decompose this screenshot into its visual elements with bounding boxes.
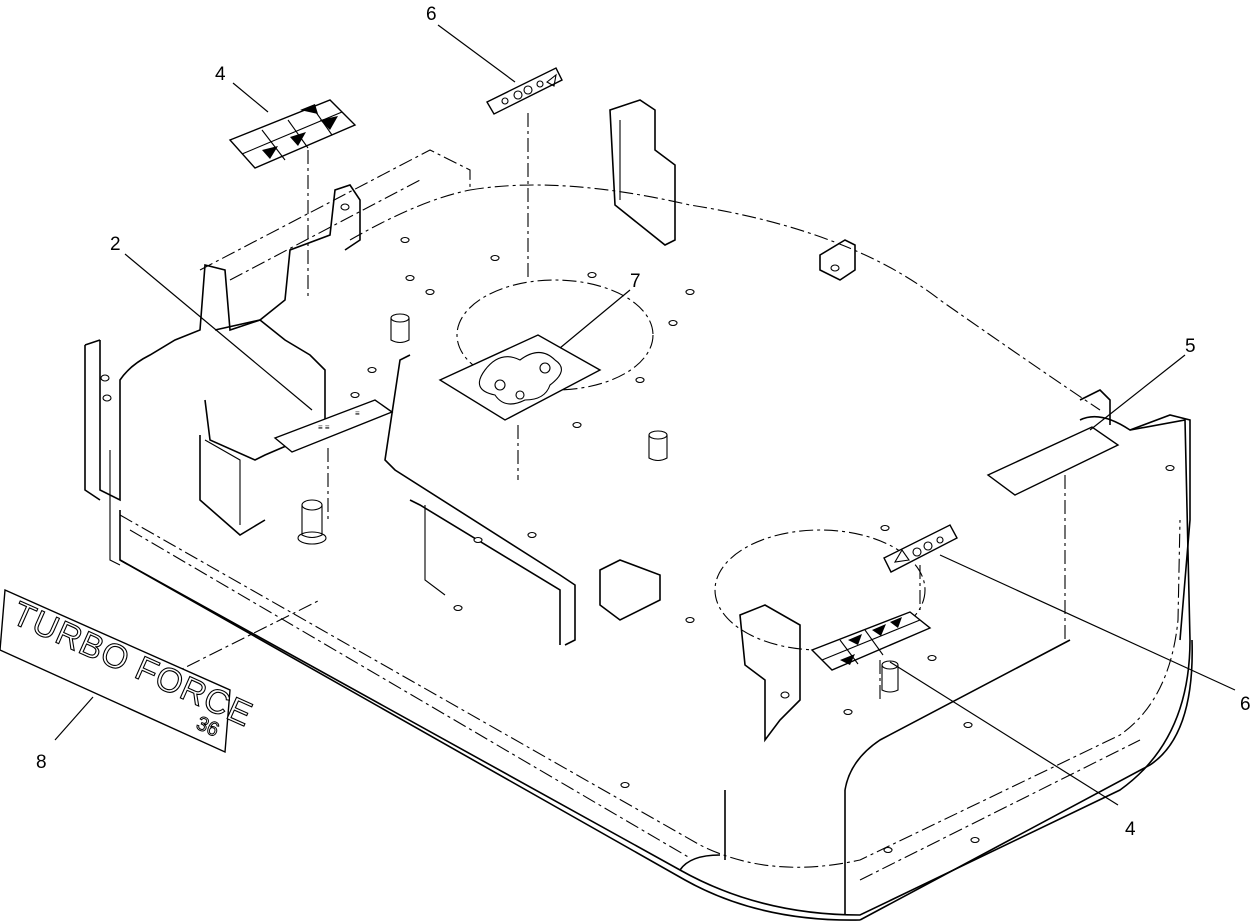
safety-decal-bottom-right	[810, 611, 932, 671]
spindle-post-left	[390, 313, 410, 344]
svg-text:≡: ≡	[355, 409, 360, 418]
projection-lines	[119, 113, 1066, 701]
pivot-pin	[297, 499, 327, 545]
callout-label: 4	[1125, 819, 1136, 840]
callout-label: 5	[1185, 336, 1196, 357]
callout-label: 4	[215, 64, 226, 85]
callout-labels: 4 6 2 7 5 6 4 8	[36, 4, 1251, 840]
leader-lines	[54, 24, 1236, 806]
callout-label: 8	[36, 752, 47, 773]
blank-plate-decal	[986, 426, 1120, 496]
mower-deck	[84, 99, 1193, 921]
deck-holes	[100, 203, 1175, 854]
callout-label: 2	[110, 234, 121, 255]
callout-label: 6	[1240, 694, 1251, 715]
safety-decal-top-left	[228, 99, 357, 169]
callout-label: 7	[630, 271, 641, 292]
belt-routing-decal	[438, 334, 602, 421]
warning-decal-right	[883, 524, 958, 573]
callout-label: 6	[426, 4, 437, 25]
spindle-post-center	[648, 430, 668, 462]
svg-text:≡ ≡: ≡ ≡	[318, 423, 330, 432]
spindle-post-right	[881, 660, 899, 693]
height-adjust-decal: ≡ ≡ ≡	[273, 399, 394, 453]
warning-decal-top	[486, 67, 563, 115]
